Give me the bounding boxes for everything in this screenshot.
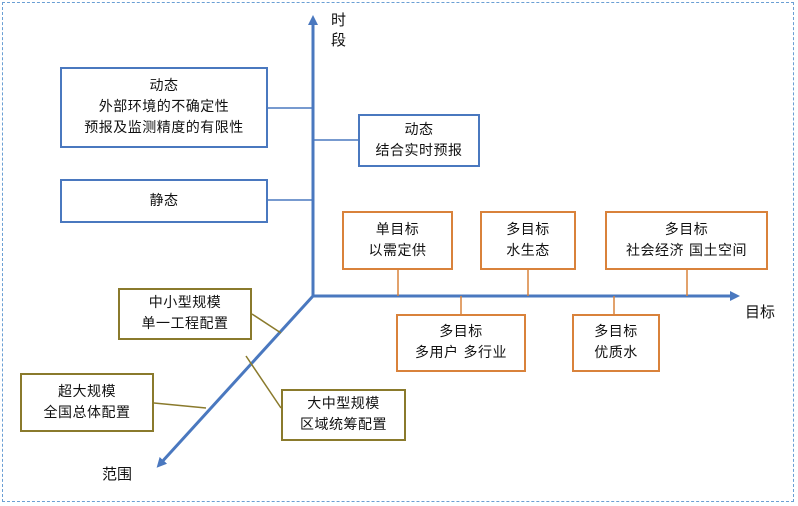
box-small-medium-scale-line-1: 单一工程配置 <box>141 316 229 332</box>
box-multi-socioeconomic-title: 多目标 <box>664 221 709 238</box>
box-multi-users-industries-line-1: 多用户 多行业 <box>415 345 507 361</box>
box-extra-large-scale-title: 超大规模 <box>58 383 116 400</box>
box-dynamic-uncertainty-line-2: 预报及监测精度的有限性 <box>84 120 244 136</box>
box-small-medium-scale-title: 中小型规模 <box>148 295 222 311</box>
goal-axis-label: 目标 <box>745 303 776 321</box>
box-static: 静态 <box>60 179 268 223</box>
box-multi-water-ecology-title: 多目标 <box>506 221 550 238</box>
box-multi-water-ecology-line-1: 水生态 <box>506 242 550 259</box>
box-multi-water-ecology: 多目标 水生态 <box>480 211 576 270</box>
time-axis-label-line-1: 时 <box>331 11 347 29</box>
connector-extra-large <box>153 402 207 409</box>
connector-large-medium <box>245 355 282 409</box>
scope-axis <box>156 294 315 468</box>
box-single-goal-title: 单目标 <box>375 221 420 238</box>
box-dynamic-forecast-line-1: 结合实时预报 <box>375 142 463 159</box>
box-multi-users-industries-title: 多目标 <box>439 324 483 340</box>
box-multi-quality-water: 多目标 优质水 <box>572 314 660 372</box>
box-large-medium-scale-line-1: 区域统筹配置 <box>300 417 387 433</box>
scope-axis-label: 范围 <box>102 465 133 483</box>
box-small-medium-scale: 中小型规模 单一工程配置 <box>118 288 252 340</box>
box-large-medium-scale-title: 大中型规模 <box>307 396 380 412</box>
box-dynamic-uncertainty-line-1: 外部环境的不确定性 <box>98 99 230 115</box>
box-multi-socioeconomic-line-1: 社会经济 国土空间 <box>626 242 747 259</box>
box-dynamic-forecast: 动态 结合实时预报 <box>358 114 480 167</box>
box-multi-socioeconomic: 多目标 社会经济 国土空间 <box>605 211 768 270</box>
time-axis-label-line-2: 段 <box>331 31 347 49</box>
box-large-medium-scale: 大中型规模 区域统筹配置 <box>281 389 406 441</box>
box-multi-quality-water-line-1: 优质水 <box>594 345 638 361</box>
box-static-title: 静态 <box>149 192 179 209</box>
box-dynamic-uncertainty: 动态 外部环境的不确定性 预报及监测精度的有限性 <box>60 67 268 148</box>
box-dynamic-forecast-title: 动态 <box>404 121 434 138</box>
time-axis-label: 时 段 <box>331 10 346 50</box>
connector-small-medium <box>251 313 282 334</box>
box-dynamic-uncertainty-title: 动态 <box>149 78 179 94</box>
box-single-goal: 单目标 以需定供 <box>342 211 453 270</box>
box-multi-users-industries: 多目标 多用户 多行业 <box>396 314 526 372</box>
box-extra-large-scale: 超大规模 全国总体配置 <box>20 373 154 432</box>
box-extra-large-scale-line-1: 全国总体配置 <box>43 404 131 421</box>
box-single-goal-line-1: 以需定供 <box>368 242 427 259</box>
box-multi-quality-water-title: 多目标 <box>594 324 638 340</box>
